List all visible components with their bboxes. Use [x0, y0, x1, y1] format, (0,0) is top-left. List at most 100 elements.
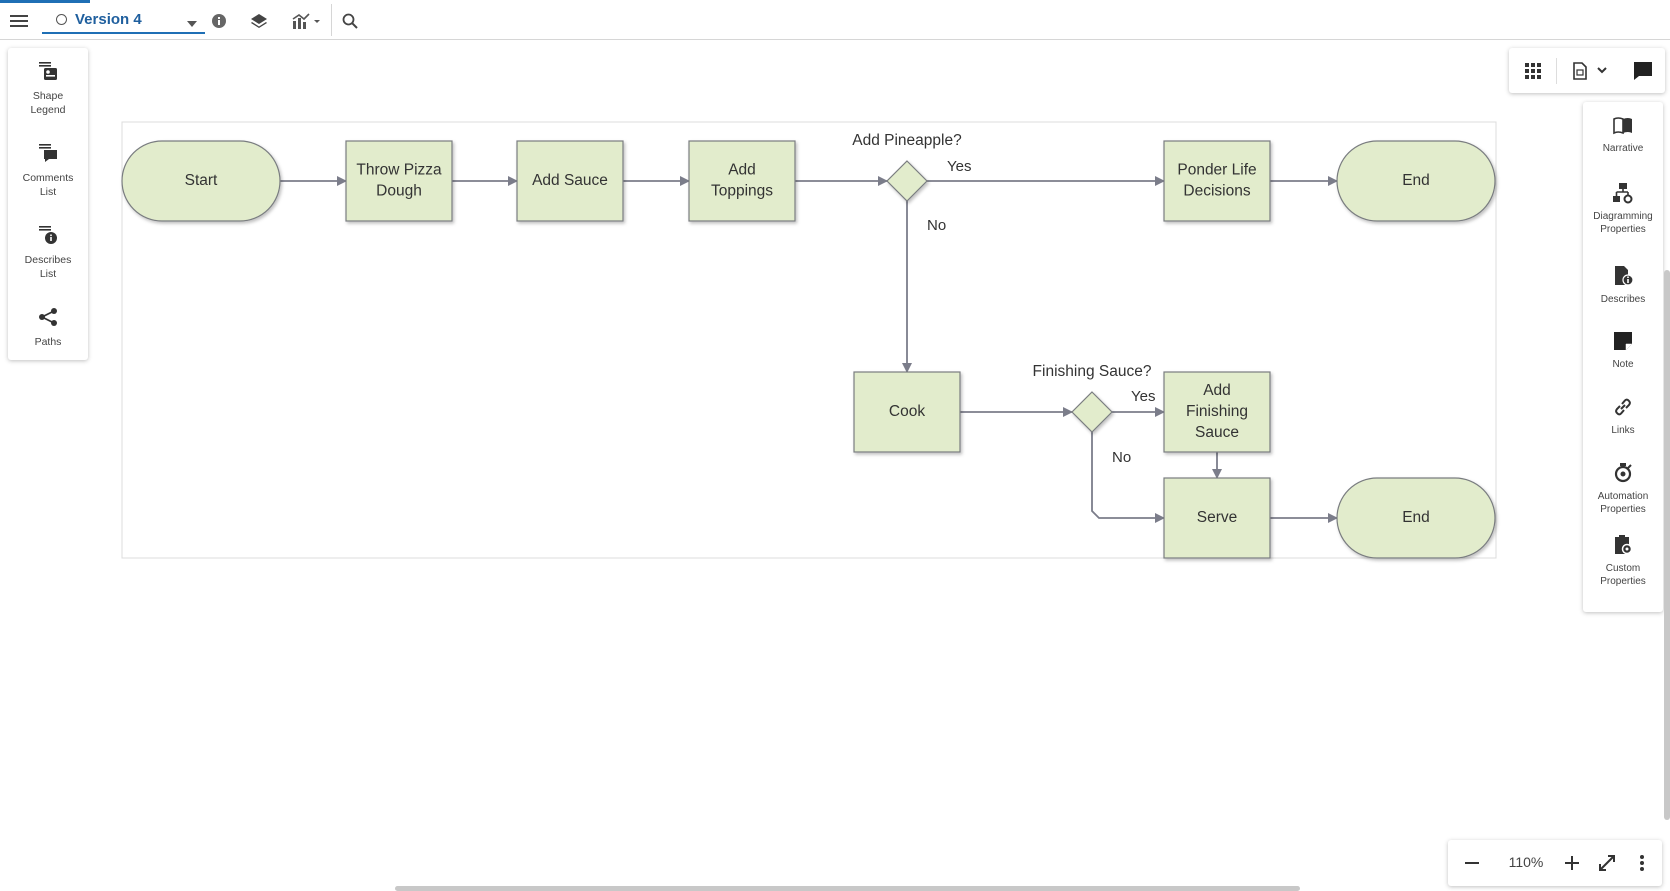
version-label: Version 4	[75, 10, 142, 28]
note-button[interactable]: Note	[1583, 330, 1663, 371]
right-properties-panel: Narrative Diagramming Properties Describ…	[1583, 102, 1663, 612]
version-select[interactable]: Version 4	[42, 6, 205, 34]
connector-finishing-serve[interactable]	[1091, 432, 1165, 523]
node-serve[interactable]: Serve	[1163, 477, 1271, 559]
describes-icon	[39, 226, 57, 244]
terminator-shape[interactable]	[1336, 477, 1496, 559]
narrative-button[interactable]: Narrative	[1583, 116, 1663, 155]
node-label: Throw Pizza	[356, 162, 442, 179]
node-pineapple[interactable]: Add Pineapple?	[852, 132, 962, 202]
process-box[interactable]	[1163, 371, 1271, 453]
links-label: Links	[1611, 425, 1635, 436]
diagramming-properties-button[interactable]: Diagramming Properties	[1583, 182, 1663, 236]
paths-button[interactable]: Paths	[8, 306, 88, 349]
info-icon[interactable]	[206, 8, 232, 34]
custom-properties-icon	[1615, 535, 1633, 555]
apps-grid-icon[interactable]	[1521, 59, 1545, 83]
decision-title: Finishing Sauce?	[1033, 363, 1152, 380]
minus-icon	[1465, 862, 1479, 864]
process-box[interactable]	[853, 371, 961, 453]
automation-properties-button[interactable]: Automation Properties	[1583, 462, 1663, 516]
horizontal-scrollbar[interactable]	[395, 886, 1300, 891]
describes-doc-icon	[1615, 266, 1634, 286]
links-button[interactable]: Links	[1583, 396, 1663, 437]
node-end1[interactable]: End	[1336, 140, 1496, 222]
node-finishing[interactable]: Finishing Sauce?	[1033, 363, 1152, 433]
node-label: Dough	[376, 183, 422, 200]
node-cook[interactable]: Cook	[853, 371, 961, 453]
process-box[interactable]	[516, 140, 624, 222]
kebab-menu-icon	[1640, 855, 1644, 871]
terminator-shape[interactable]	[1336, 140, 1496, 222]
custom-properties-label: Custom Properties	[1600, 563, 1646, 587]
tools-divider	[1556, 58, 1557, 84]
top-right-tools	[1509, 48, 1665, 93]
zoom-in-button[interactable]	[1560, 851, 1584, 875]
decision-diamond[interactable]	[1071, 391, 1113, 433]
decision-diamond[interactable]	[886, 160, 928, 202]
node-label: Cook	[889, 403, 925, 420]
node-start[interactable]: Start	[121, 140, 281, 222]
node-end2[interactable]: End	[1336, 477, 1496, 559]
node-label: Serve	[1197, 509, 1238, 526]
vertical-scrollbar[interactable]	[1664, 270, 1670, 820]
shape-legend-label: Shape Legend	[30, 90, 66, 116]
node-label: End	[1402, 509, 1430, 526]
comments-icon	[39, 144, 57, 162]
describes-list-button[interactable]: Describes List	[8, 224, 88, 281]
custom-properties-button[interactable]: Custom Properties	[1583, 534, 1663, 588]
automation-properties-label: Automation Properties	[1597, 491, 1649, 515]
node-label: End	[1402, 172, 1430, 189]
active-tab-accent	[0, 0, 90, 3]
edge-label-yes: Yes	[1131, 388, 1155, 405]
describes-list-label: Describes List	[24, 254, 72, 280]
terminator-shape[interactable]	[121, 140, 281, 222]
note-icon	[1614, 332, 1632, 350]
document-dropdown-icon[interactable]	[1569, 59, 1613, 83]
narrative-label: Narrative	[1602, 143, 1644, 154]
comments-list-label: Comments List	[22, 172, 74, 198]
process-box[interactable]	[688, 140, 796, 222]
link-icon	[1615, 398, 1631, 416]
more-options-button[interactable]	[1630, 851, 1654, 875]
node-label: Sauce	[1195, 424, 1239, 441]
process-box[interactable]	[1163, 477, 1271, 559]
process-box[interactable]	[345, 140, 453, 222]
zoom-controls: 110%	[1448, 840, 1662, 886]
describes-button[interactable]: Describes	[1583, 265, 1663, 306]
node-label: Add Sauce	[532, 172, 608, 189]
process-box[interactable]	[1163, 140, 1271, 222]
node-sauce[interactable]: Add Sauce	[516, 140, 624, 222]
paths-label: Paths	[34, 336, 62, 348]
menu-icon[interactable]	[6, 8, 32, 34]
node-label: Decisions	[1183, 183, 1250, 200]
shape-legend-icon	[39, 62, 57, 80]
automation-icon	[1614, 463, 1632, 483]
node-label: Start	[185, 172, 218, 189]
chart-dropdown-icon[interactable]	[290, 8, 324, 34]
zoom-out-button[interactable]	[1460, 851, 1484, 875]
node-label: Ponder Life	[1177, 162, 1256, 179]
edge-label-no: No	[1112, 449, 1131, 466]
plus-icon	[1565, 856, 1579, 870]
node-label: Add	[1203, 382, 1231, 399]
decision-title: Add Pineapple?	[852, 132, 962, 149]
fit-to-screen-button[interactable]	[1595, 851, 1619, 875]
node-label: Toppings	[711, 183, 773, 200]
node-label: Finishing	[1186, 403, 1248, 420]
shape-legend-button[interactable]: Shape Legend	[8, 60, 88, 117]
narrative-icon	[1613, 117, 1632, 135]
comment-icon[interactable]	[1631, 59, 1655, 83]
layers-icon[interactable]	[246, 8, 272, 34]
comments-list-button[interactable]: Comments List	[8, 142, 88, 199]
left-tools-panel: Shape Legend Comments List Describes Lis…	[8, 48, 88, 360]
edge-label-no: No	[927, 217, 946, 234]
search-icon[interactable]	[337, 8, 363, 34]
diagramming-properties-label: Diagramming Properties	[1593, 211, 1653, 235]
